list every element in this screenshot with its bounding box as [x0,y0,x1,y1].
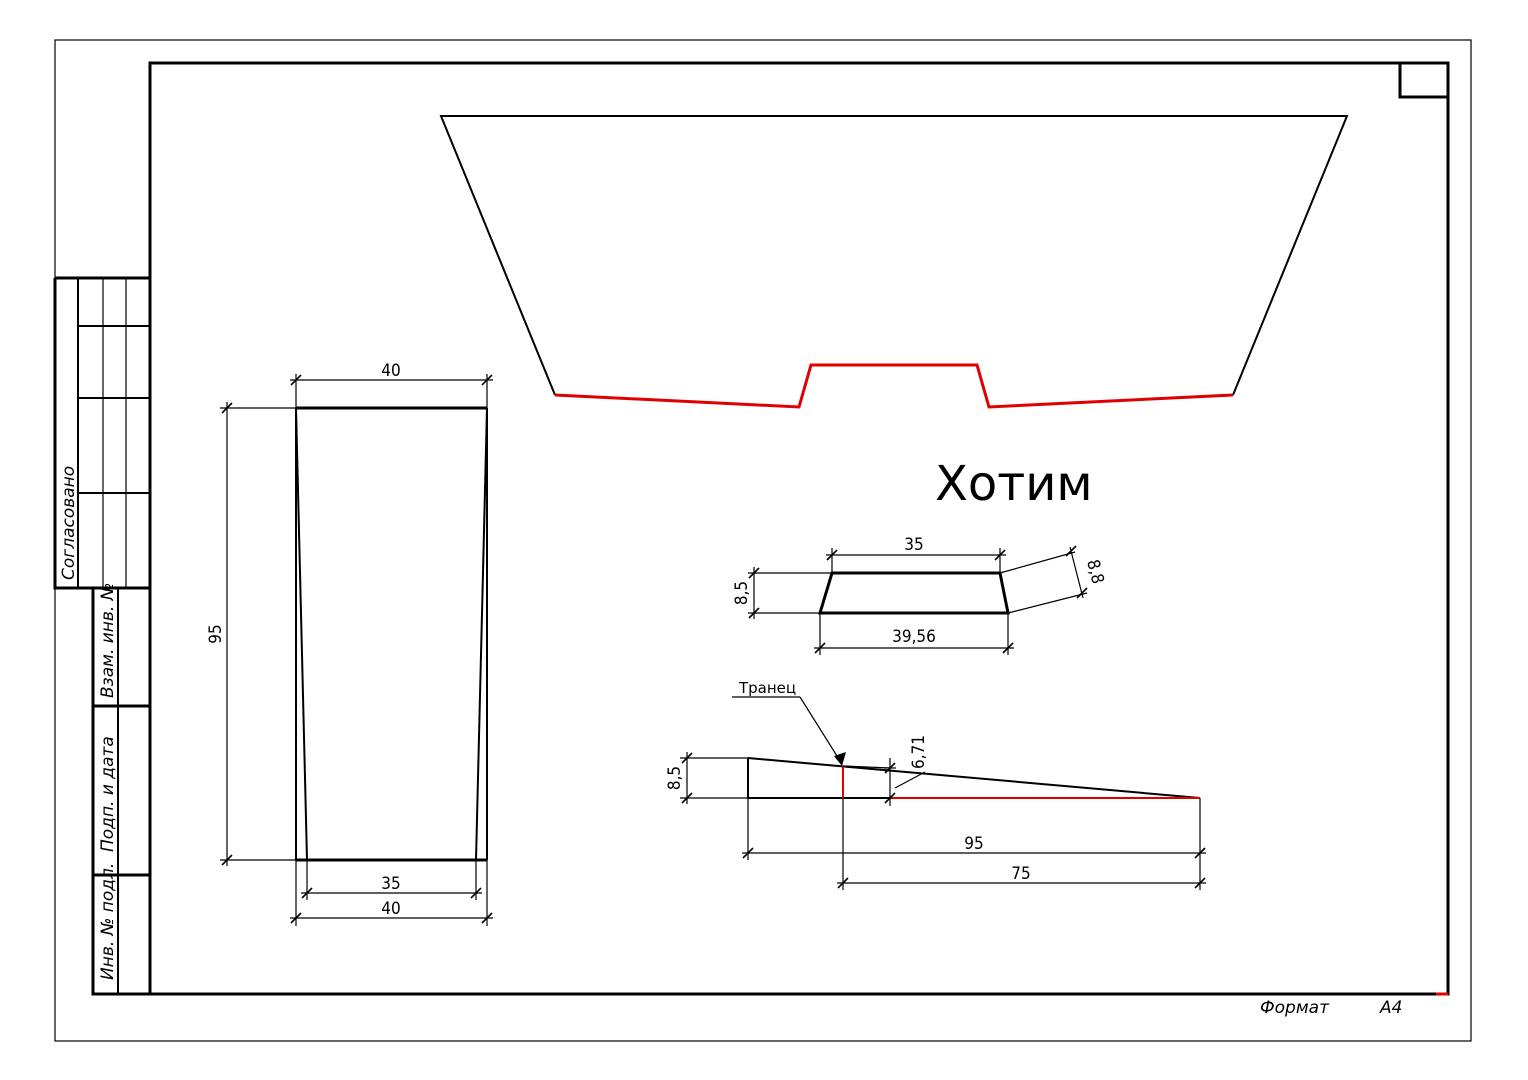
dim-section-height: 8,5 [732,581,752,605]
dim-outer-bottom: 40 [381,899,400,919]
side-view: Транец 8,5 6,71 95 75 [665,679,1206,890]
drawing-title: Хотим [935,456,1093,512]
transom-leader-label: Транец [738,679,796,697]
section-view: 35 8,5 39,56 8,8 [732,535,1107,655]
format-value: А4 [1379,998,1402,1018]
dim-side-total: 95 [964,834,983,854]
dim-side-partial: 75 [1011,864,1030,884]
format-label: Формат [1260,998,1330,1018]
dim-height: 95 [206,624,226,643]
top-view-highlighted-edge [554,363,1234,409]
signature-date-label: Подп. и дата [98,736,118,852]
dim-inner-bottom: 35 [381,874,400,894]
top-view [439,115,1349,409]
interchange-label: Взам. инв. № [98,583,118,698]
dim-section-top: 35 [904,535,923,555]
outer-frame [54,39,1472,1042]
dim-top-width: 40 [381,361,400,381]
original-inv-label: Инв. № подл. [98,863,118,980]
main-frame [148,61,1450,996]
dim-side-rise: 6,71 [909,735,929,769]
dim-side-height: 8,5 [665,766,685,790]
approval-block: Согласовано [53,276,150,590]
signature-block: Взам. инв. № Подп. и дата Инв. № подл. [91,583,150,996]
left-view: 40 95 35 40 [206,361,493,926]
dim-section-bottom: 39,56 [892,627,936,647]
agreed-label: Согласовано [59,466,79,580]
corner-box [1398,63,1448,99]
top-view-outline [439,115,1349,396]
dim-section-slant: 8,8 [1082,558,1107,586]
